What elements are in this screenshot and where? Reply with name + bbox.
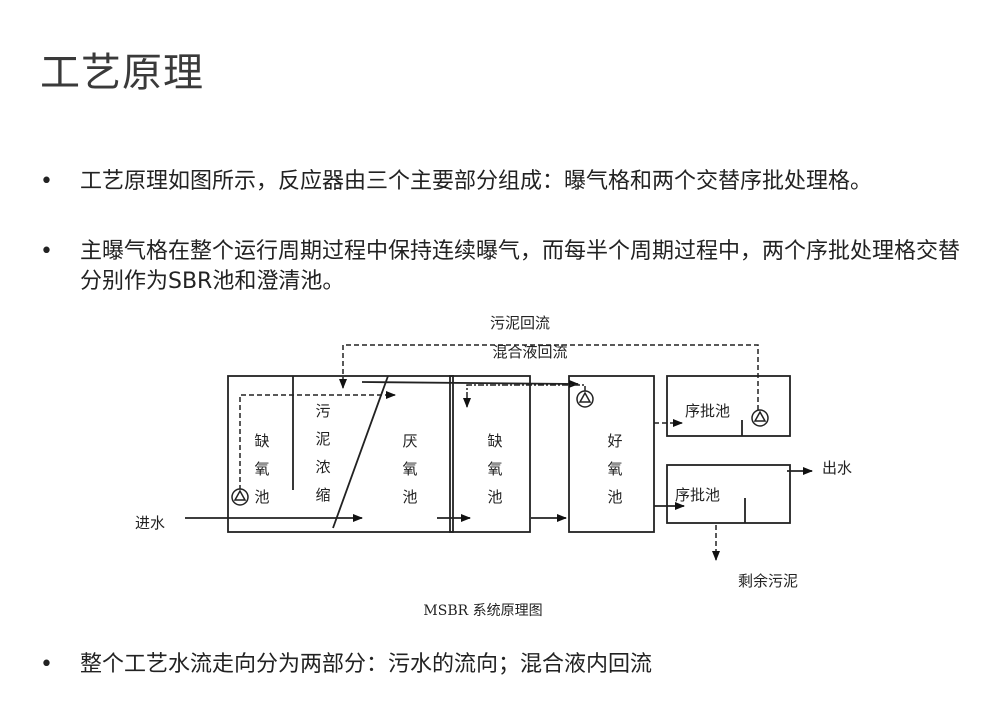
diagonal-partition [332, 375, 389, 529]
diagram-caption: MSBR 系统原理图 [423, 603, 542, 619]
sbr-top-box [666, 375, 791, 437]
excess-sludge-label: 剩余污泥 [738, 572, 798, 590]
aerobic-tank-box [568, 375, 655, 533]
svg-text:污: 污 [315, 402, 330, 420]
sludge-return-label: 污泥回流 [490, 314, 550, 332]
anoxic-tank-box [449, 375, 531, 533]
sbr-top-label: 序批池 [685, 402, 730, 420]
svg-text:缩: 缩 [315, 486, 330, 504]
svg-text:泥: 泥 [315, 430, 330, 448]
bullet-text: 工艺原理如图所示，反应器由三个主要部分组成：曝气格和两个交替序批处理格。 [80, 169, 873, 194]
aerobic-label: 好 氧 池 [607, 432, 622, 506]
svg-text:氧: 氧 [254, 460, 269, 478]
anaerobic-label: 厌 氧 池 [402, 432, 417, 506]
svg-text:氧: 氧 [402, 460, 417, 478]
slide-title: 工艺原理 [40, 50, 204, 96]
bullet-text: 整个工艺水流走向分为两部分：污水的流向；混合液内回流 [80, 652, 653, 677]
sludge-return-line [339, 344, 759, 410]
sbr-bottom-label: 序批池 [675, 486, 720, 504]
svg-text:氧: 氧 [607, 460, 622, 478]
outlet-label: 出水 [822, 459, 852, 477]
inlet-label: 进水 [135, 514, 165, 532]
main-tank-box [227, 375, 454, 533]
svg-text:池: 池 [402, 488, 417, 506]
svg-text:好: 好 [607, 432, 622, 450]
sbr-bottom-box [666, 464, 791, 524]
svg-text:池: 池 [607, 488, 622, 506]
svg-text:厌: 厌 [402, 432, 417, 450]
bullet-dot: • [40, 239, 53, 264]
bullet-text: 主曝气格在整个运行周期过程中保持连续曝气，而每半个周期过程中，两个序批处理格交替… [80, 239, 961, 294]
svg-text:池: 池 [254, 488, 269, 506]
svg-text:缺: 缺 [487, 432, 502, 450]
anoxic2-label: 缺 氧 池 [487, 432, 502, 506]
svg-text:缺: 缺 [254, 432, 269, 450]
mixed-liquor-label: 混合液回流 [492, 343, 567, 361]
bullet-dot: • [40, 169, 53, 194]
anoxic1-label: 缺 氧 池 [254, 432, 269, 506]
svg-text:浓: 浓 [315, 458, 330, 476]
bullet-dot: • [40, 652, 53, 677]
svg-text:氧: 氧 [487, 460, 502, 478]
mixed-liquor-return-line [463, 384, 586, 408]
svg-text:池: 池 [487, 488, 502, 506]
pump-icon [231, 390, 769, 506]
thickening-label: 污 泥 浓 缩 [315, 402, 330, 504]
